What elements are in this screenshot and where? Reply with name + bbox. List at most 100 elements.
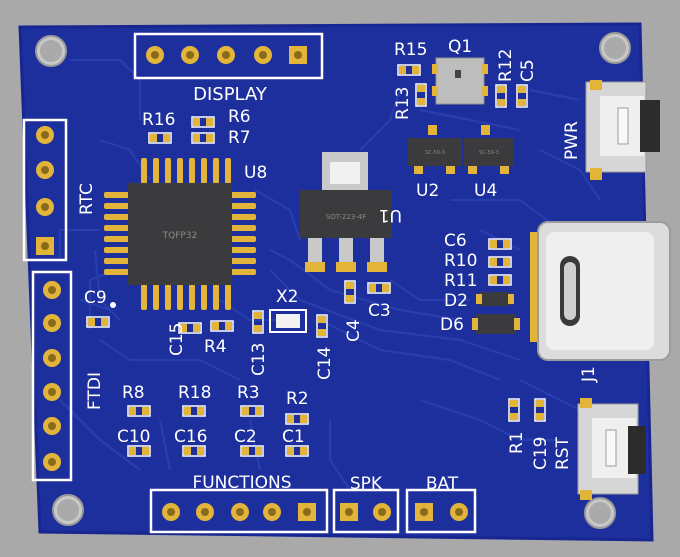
passive-pad xyxy=(197,447,204,455)
label-r2: R2 xyxy=(286,389,309,409)
ic-lead xyxy=(230,258,256,264)
label-c6: C6 xyxy=(444,231,467,251)
switch-rst xyxy=(577,398,646,500)
ic-lead xyxy=(104,203,130,209)
passive-pad xyxy=(142,407,149,415)
label-r18: R18 xyxy=(178,383,211,403)
label-c15: C15 xyxy=(167,322,187,356)
passive-outline xyxy=(191,116,215,128)
passive-pad xyxy=(206,134,213,142)
header-pin-hole xyxy=(41,166,49,174)
ic-lead xyxy=(104,236,130,242)
passive-outline xyxy=(397,64,421,76)
passive-pad xyxy=(254,325,262,332)
transistor-q1 xyxy=(432,57,488,105)
passive-outline xyxy=(191,132,215,144)
label-display: DISPLAY xyxy=(193,84,268,105)
passive-pad xyxy=(346,282,354,289)
label-pwr: PWR xyxy=(562,121,582,160)
ic-lead xyxy=(189,284,195,310)
passive-pad xyxy=(518,99,526,106)
label-spk: SPK xyxy=(350,474,383,494)
ic-lead xyxy=(230,214,256,220)
label-r16: R16 xyxy=(142,110,175,130)
label-u8: U8 xyxy=(244,163,267,183)
passive-pad xyxy=(346,295,354,302)
passive-pad xyxy=(503,258,510,266)
ic-lead xyxy=(189,158,195,184)
ic-lead xyxy=(230,236,256,242)
switch-pwr xyxy=(585,80,660,180)
passive-pad xyxy=(242,447,249,455)
passive-pad xyxy=(142,447,149,455)
regulator-u1: SOT-223-4F xyxy=(300,152,392,272)
header-pins xyxy=(36,46,468,521)
label-c2: C2 xyxy=(234,427,257,447)
passive-pad xyxy=(503,276,510,284)
u1-package-mark: SOT-223-4F xyxy=(326,213,366,221)
ic-lead xyxy=(141,158,147,184)
label-j1: J1 xyxy=(579,366,599,383)
passive-outline xyxy=(516,84,528,108)
label-c4: C4 xyxy=(344,319,364,342)
passive-outline xyxy=(285,413,309,425)
u2-package-mark: SC-59-3 xyxy=(425,150,445,156)
label-r6: R6 xyxy=(228,107,251,127)
passive-outline xyxy=(285,445,309,457)
passive-pad xyxy=(497,99,505,106)
passive-pad xyxy=(300,447,307,455)
passive-pad xyxy=(287,447,294,455)
passive-pad xyxy=(399,66,406,74)
label-r11: R11 xyxy=(444,271,477,291)
crystal-x2 xyxy=(269,309,307,333)
label-x2: X2 xyxy=(276,287,298,307)
passive-pad xyxy=(88,318,95,326)
passive-outline xyxy=(252,310,264,334)
label-r7: R7 xyxy=(228,128,251,148)
header-pin-hole xyxy=(48,319,56,327)
passive-outline xyxy=(148,132,172,144)
header-outlines xyxy=(22,32,477,534)
passive-pad xyxy=(255,407,262,415)
label-c14: C14 xyxy=(315,346,335,380)
ic-lead xyxy=(230,269,256,275)
ic-lead xyxy=(177,158,183,184)
label-c1: C1 xyxy=(282,427,305,447)
header-pin-hole xyxy=(303,508,311,516)
passive-pad xyxy=(163,134,170,142)
passive-outline xyxy=(488,238,512,250)
label-r13: R13 xyxy=(393,87,413,120)
label-bat: BAT xyxy=(426,474,459,494)
header-pin-hole xyxy=(48,388,56,396)
label-c19: C19 xyxy=(531,436,551,470)
label-r12: R12 xyxy=(496,49,516,82)
label-u2: U2 xyxy=(416,181,439,201)
passive-outline xyxy=(344,280,356,304)
passive-outline xyxy=(534,398,546,422)
usb-c-connector-j1 xyxy=(530,221,671,361)
label-u4: U4 xyxy=(474,181,497,201)
header-pin-hole xyxy=(201,508,209,516)
header-pin-hole xyxy=(294,51,302,59)
passive-outline xyxy=(127,405,151,417)
mcu-u8: TQFP32 xyxy=(104,158,256,310)
label-rtc: RTC xyxy=(77,183,97,215)
passive-pad xyxy=(101,318,108,326)
ic-lead xyxy=(104,247,130,253)
ic-lead xyxy=(104,269,130,275)
ic-lead xyxy=(230,225,256,231)
label-c16: C16 xyxy=(174,427,208,447)
passive-pad xyxy=(497,86,505,93)
passive-pad xyxy=(184,407,191,415)
passive-outline xyxy=(488,256,512,268)
header-pin-hole xyxy=(167,508,175,516)
passive-pad xyxy=(197,407,204,415)
ic-lead xyxy=(201,158,207,184)
passive-outline xyxy=(415,83,427,107)
passive-pad xyxy=(503,240,510,248)
mounting-holes xyxy=(35,32,631,529)
header-pin-hole xyxy=(420,508,428,516)
header-pin-hole xyxy=(41,203,49,211)
